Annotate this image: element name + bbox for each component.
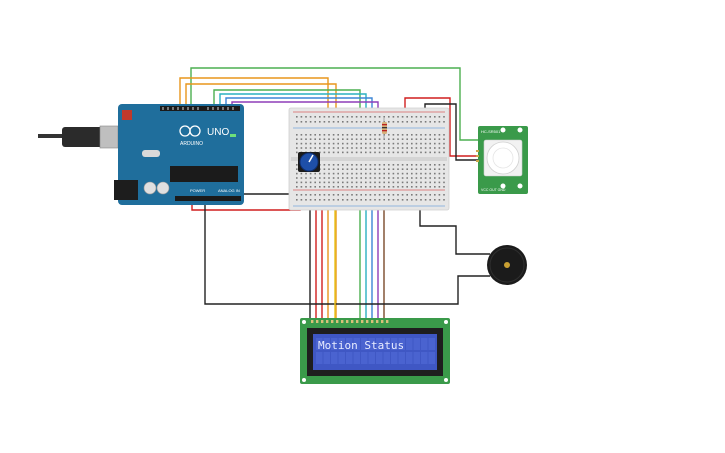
- wire-black-buzzer-loop: [204, 196, 490, 305]
- wire-black-buzzer-2: [419, 198, 490, 255]
- wire-green-pir: [190, 67, 478, 141]
- pir-sensor[interactable]: HC-SR501 VCC OUT GND: [476, 126, 528, 194]
- arduino-model: UNO: [207, 127, 229, 138]
- lcd-character-cells: [316, 338, 435, 364]
- wire-red-pir: [404, 97, 478, 157]
- breadboard-holes: [296, 116, 445, 201]
- power-jack-icon: [114, 180, 138, 200]
- pir-label-bottom: VCC OUT GND: [481, 188, 506, 192]
- atmega-chip: [170, 166, 238, 182]
- power-label: POWER: [190, 188, 205, 193]
- arduino-brand: ARDUINO: [180, 141, 203, 147]
- lcd-header-pins: [311, 320, 389, 323]
- arduino-logo: [179, 125, 201, 137]
- lcd-message: Motion Status: [318, 339, 404, 352]
- arduino-uno-board[interactable]: ARDUINO UNO POWER ANALOG IN: [38, 104, 244, 205]
- pir-label-top: HC-SR501: [481, 129, 501, 134]
- breadboard[interactable]: [288, 107, 450, 211]
- buzzer-icon[interactable]: [487, 245, 527, 285]
- analog-label: ANALOG IN: [218, 188, 240, 193]
- usb-plug-icon: [38, 125, 119, 149]
- pir-dome-icon: [483, 139, 523, 177]
- wire-black-pir: [424, 103, 478, 161]
- lcd-display[interactable]: Motion Status: [300, 318, 450, 384]
- potentiometer-icon[interactable]: [298, 152, 320, 172]
- resistor-icon: [382, 118, 387, 140]
